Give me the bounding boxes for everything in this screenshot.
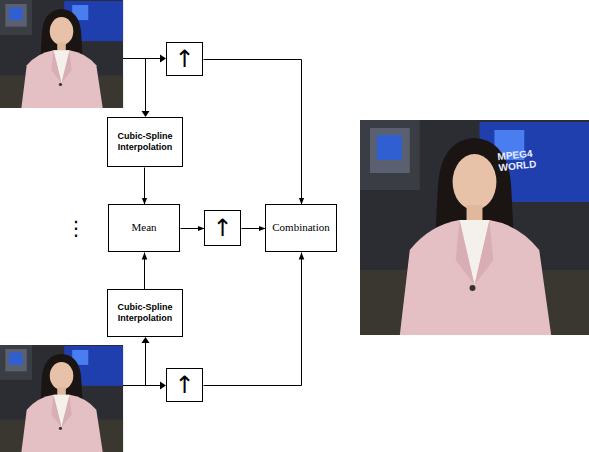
connector (144, 253, 145, 290)
connector (204, 60, 302, 205)
node-text: ↑ (212, 216, 232, 240)
source-frame (0, 345, 123, 452)
process-box: Cubic-Spline Interpolation (107, 289, 183, 337)
connector (204, 253, 302, 386)
node-text: ↑ (174, 373, 194, 397)
node-text: Combination (272, 221, 329, 234)
output-frame (360, 120, 589, 335)
process-box: Cubic-Spline Interpolation (107, 117, 183, 167)
node-text: Cubic-Spline Interpolation (108, 131, 182, 154)
node-text: Mean (131, 221, 156, 234)
upsample-box: ↑ (166, 368, 203, 402)
ellipsis-mark: ⋮ (66, 218, 86, 238)
node-text: Cubic-Spline Interpolation (108, 302, 182, 325)
connector (181, 228, 205, 229)
upsample-box: ↑ (166, 42, 203, 76)
connector (242, 228, 266, 229)
connector (144, 168, 145, 205)
upsample-box: ↑ (204, 210, 241, 246)
source-frame (0, 0, 123, 108)
node-text: ↑ (174, 47, 194, 71)
process-box: Combination (265, 204, 337, 252)
process-box: Mean (108, 204, 180, 252)
screen-text: MPEG4 WORLD (497, 148, 541, 173)
